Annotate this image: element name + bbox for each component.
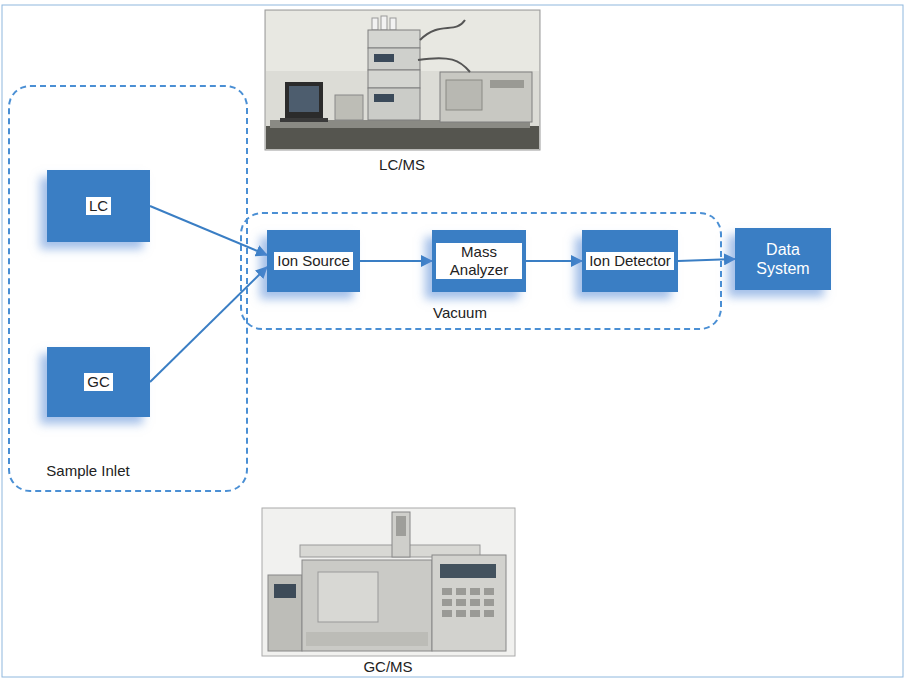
caption-holder: GC/MS — [328, 658, 448, 675]
process-box: Mass Analyzer — [432, 230, 526, 292]
gcms-photo — [262, 508, 515, 656]
process-box: Ion Detector — [582, 230, 678, 292]
box-label: Mass Analyzer — [436, 243, 522, 279]
box-label: Ion Source — [274, 252, 353, 270]
region-outline: Vacuum Ion Source Mass Analyzer Ion Detecto… — [240, 212, 722, 330]
flow-arrow — [150, 206, 267, 255]
flow-arrow — [360, 260, 432, 262]
box-label: Ion Detector — [586, 252, 674, 270]
process-box: Data System — [735, 228, 831, 290]
box-label: GC — [84, 373, 113, 391]
flow-arrow — [526, 260, 582, 262]
caption-holder: LC/MS — [342, 156, 462, 173]
flow-arrow — [678, 259, 735, 261]
photo-caption: GC/MS — [328, 658, 448, 675]
box-label: LC — [86, 197, 111, 215]
process-box: Ion Source — [267, 230, 360, 292]
lcms-photo — [265, 10, 540, 150]
region-outline: Sample Inlet LC GC — [8, 85, 248, 492]
box-label: Data System — [739, 240, 827, 278]
photo-caption: LC/MS — [342, 156, 462, 173]
flow-arrow — [150, 267, 267, 382]
region-label: Vacuum — [430, 304, 490, 322]
figure-frame — [2, 5, 903, 677]
process-box: GC — [47, 347, 150, 417]
process-box: LC — [47, 170, 150, 242]
region-label: Sample Inlet — [43, 462, 132, 480]
